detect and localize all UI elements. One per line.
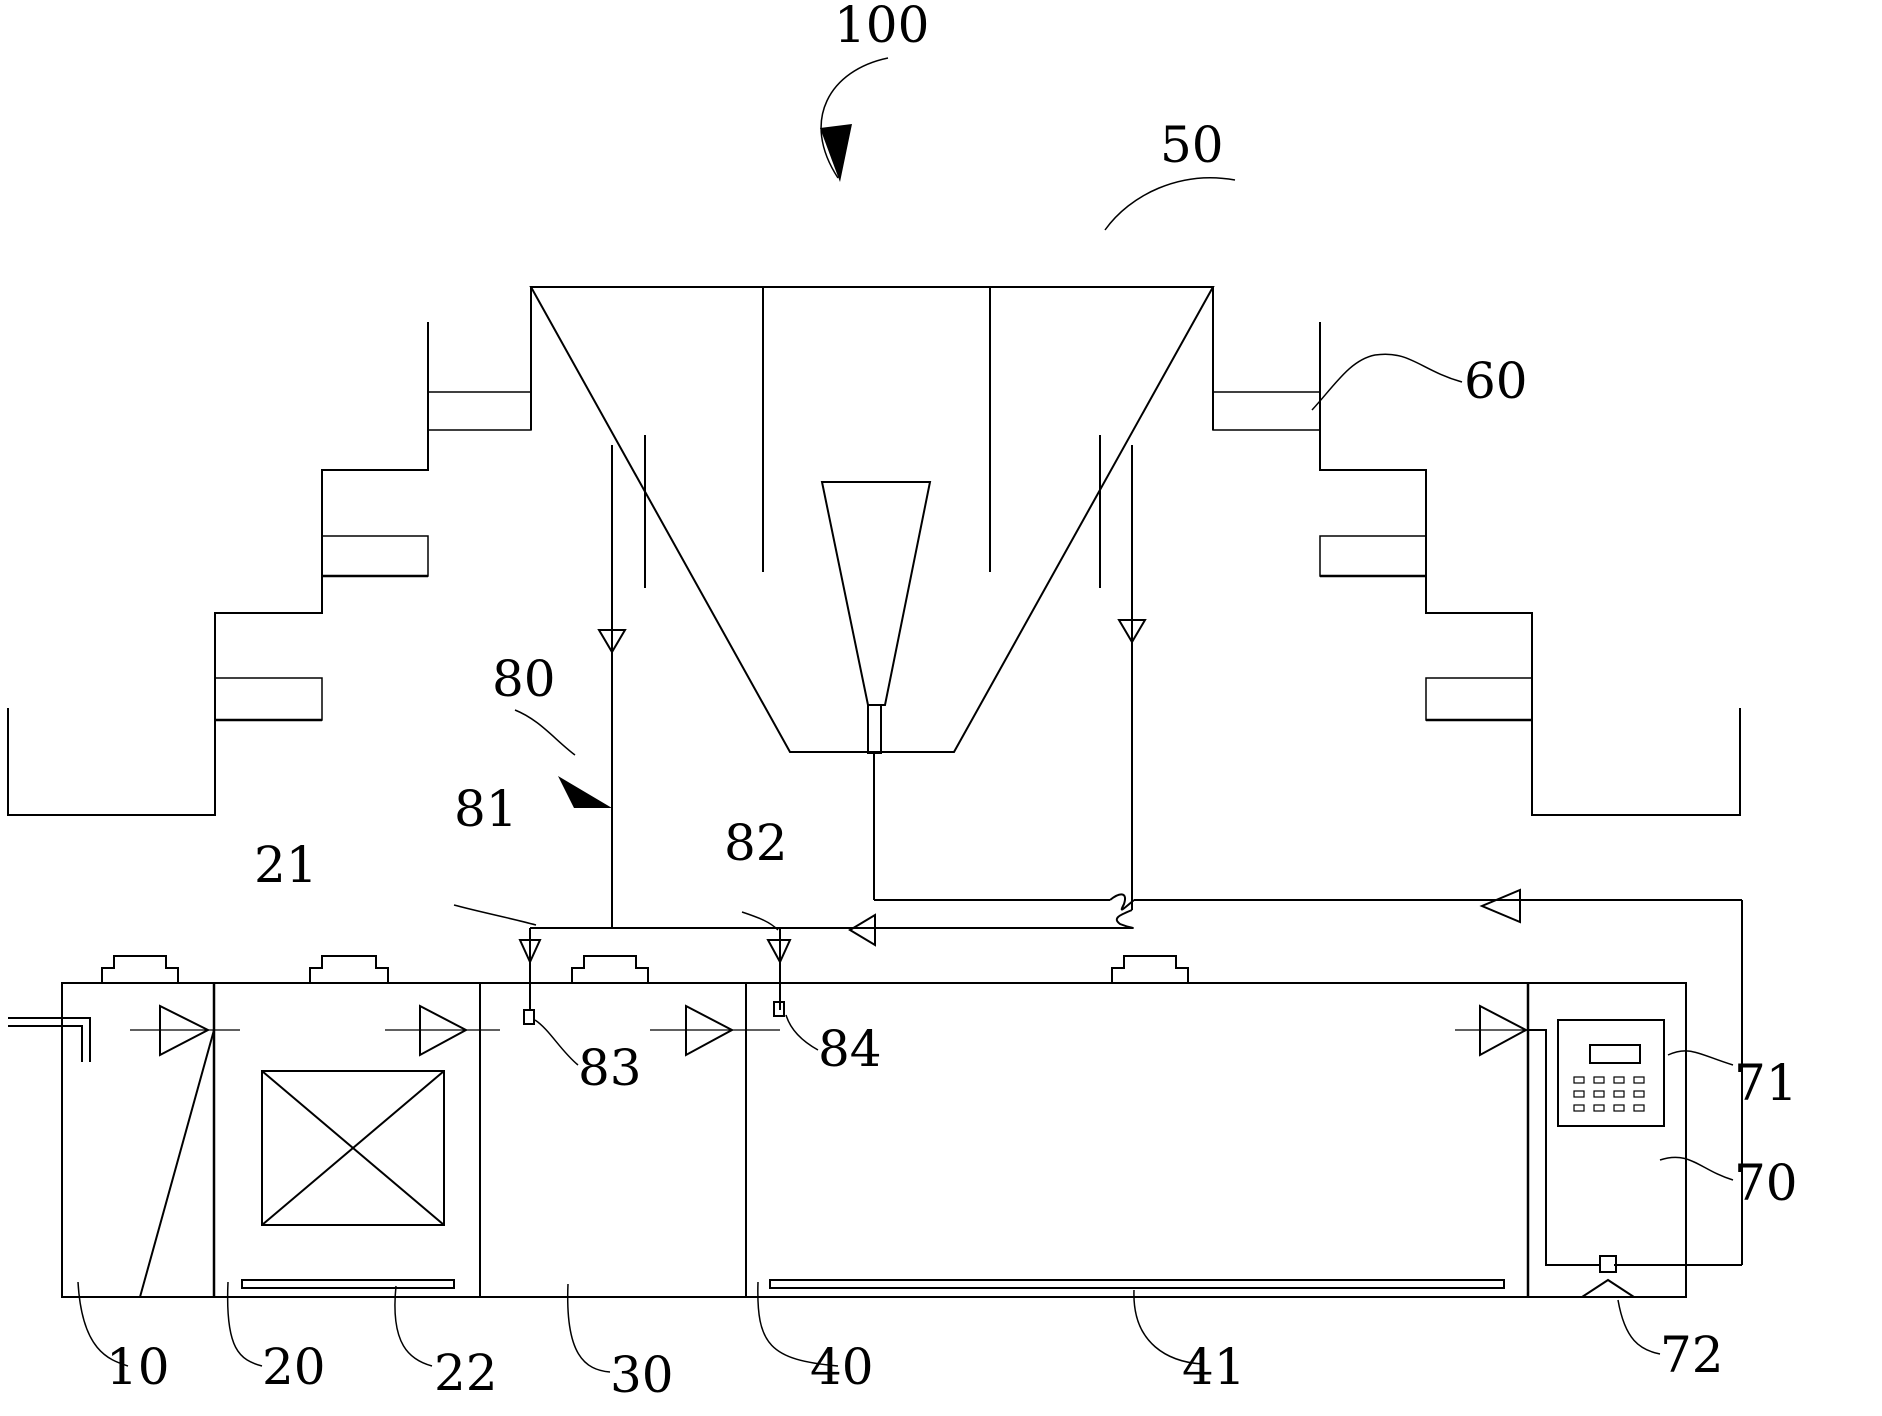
label-60: 60 [1464,352,1528,410]
label-70: 70 [1734,1154,1798,1212]
label-30: 30 [610,1346,674,1404]
label-84: 84 [818,1020,882,1078]
label-10: 10 [106,1338,170,1396]
tank-body [8,982,1687,1298]
control-panel [1557,1019,1665,1127]
label-83: 83 [578,1039,642,1097]
leader-lines [77,177,1734,1373]
aerator-box [261,1070,445,1226]
sensor-rods [523,962,785,1025]
label-20: 20 [262,1338,326,1396]
reference-labels: 100 50 60 80 81 82 21 83 84 71 70 72 10 … [106,0,1798,1404]
wetland-hopper [529,286,1215,753]
label-22: 22 [434,1344,498,1402]
label-71: 71 [1734,1054,1798,1112]
label-50: 50 [1160,116,1224,174]
distribution-pipe-system [529,445,1743,1266]
label-80: 80 [492,650,556,708]
system-indicator-arrow [820,57,889,182]
tank-hatches [101,955,1189,983]
pump [1528,1029,1638,1298]
left-terraces [7,287,532,816]
label-81: 81 [454,780,518,838]
pipe-system-indicator-arrow [514,709,612,808]
label-82: 82 [724,814,788,872]
label-100: 100 [834,0,929,54]
label-41: 41 [1182,1338,1246,1396]
label-72: 72 [1660,1326,1724,1384]
flow-arrows [159,619,1529,1057]
control-panel-keys [1573,1076,1645,1112]
label-21: 21 [254,836,318,894]
aeration-bars [241,1279,1505,1289]
inner-funnel [820,481,932,900]
label-40: 40 [810,1338,874,1396]
right-terraces [1212,287,1741,816]
